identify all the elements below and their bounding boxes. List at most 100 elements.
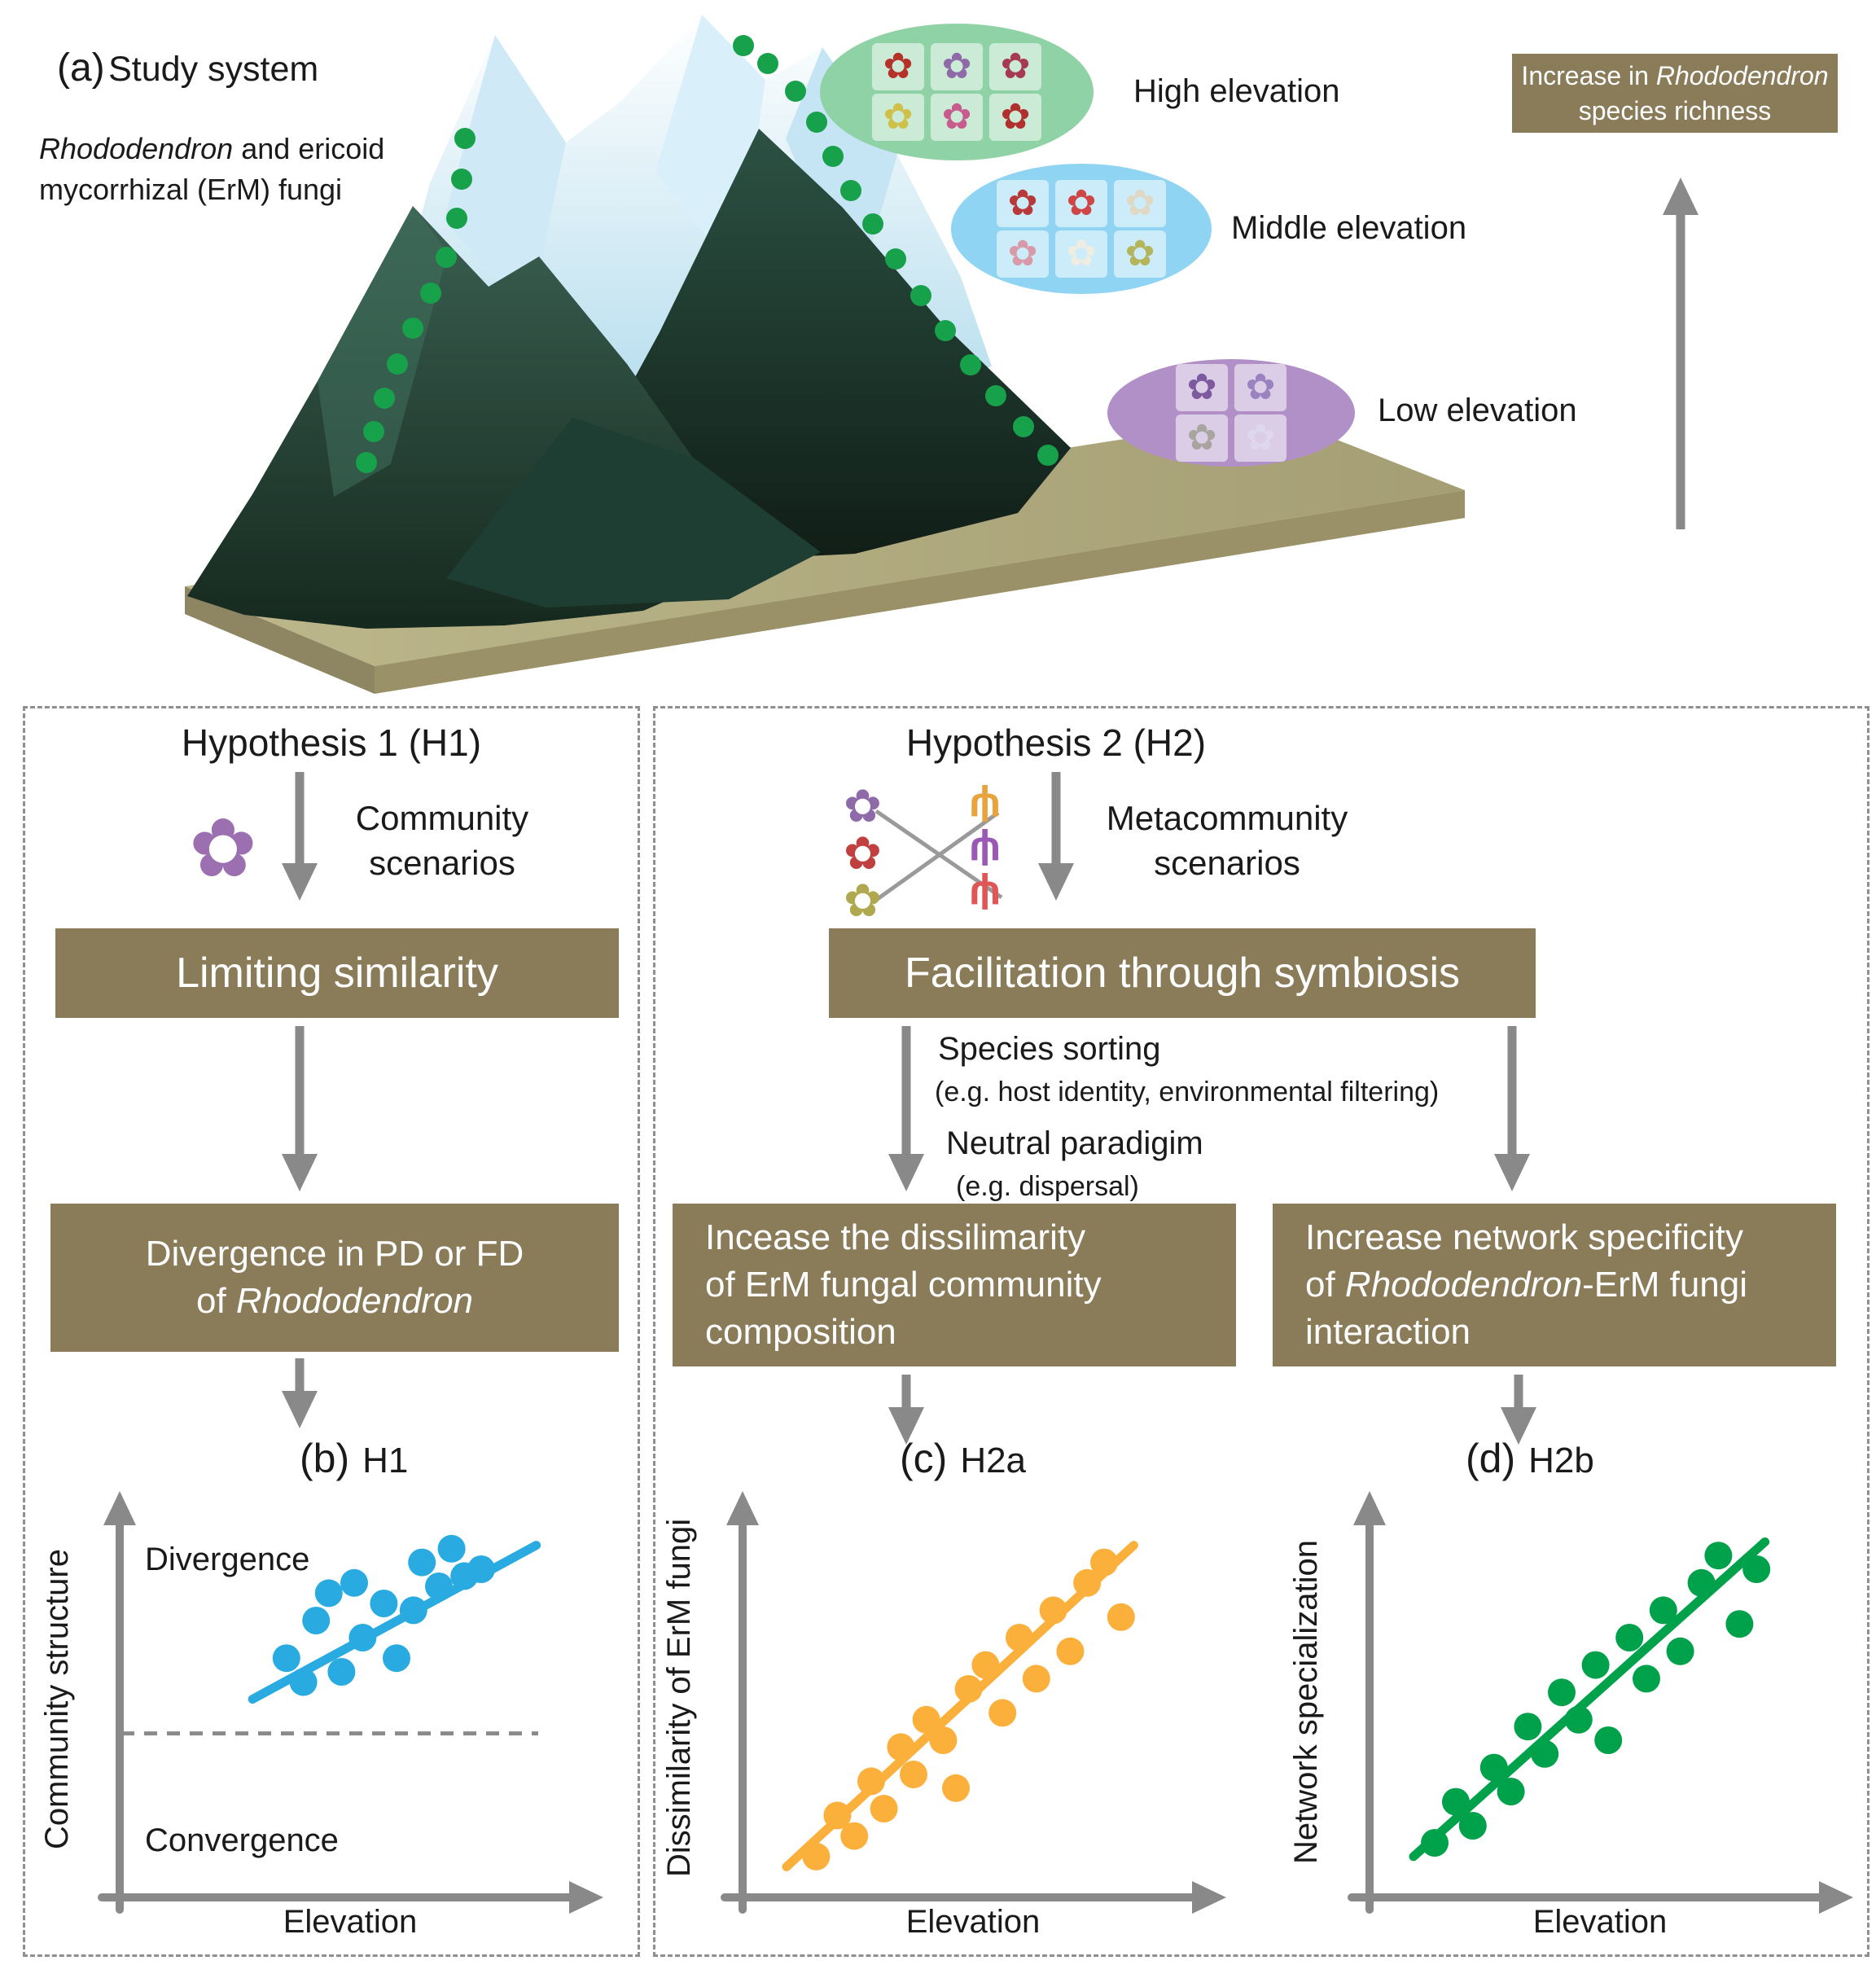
scatter-point — [1022, 1665, 1050, 1693]
h2b-result-down-arrow — [1501, 1375, 1536, 1445]
h1-scenario-down-arrow — [282, 772, 318, 901]
h2-left-branch-arrow — [888, 1026, 924, 1191]
scatter-point — [348, 1624, 377, 1651]
scatter-point — [1564, 1705, 1593, 1734]
scatter-point — [1666, 1637, 1694, 1665]
base-platform-left-face — [185, 586, 375, 694]
dissimilarity-line1: Incease the dissilimarity — [705, 1217, 1086, 1257]
arrow-head — [282, 1391, 318, 1428]
high-elevation-label: High elevation — [1133, 73, 1340, 109]
chart-c-ylabel: Dissimilarity of ErM fungi — [661, 1518, 697, 1878]
sampling-dot — [733, 35, 754, 56]
scatter-point — [988, 1699, 1017, 1727]
scatter-point — [272, 1644, 300, 1673]
scatter-point — [1073, 1568, 1102, 1597]
scatter-point — [425, 1572, 453, 1600]
arrow-head — [1663, 178, 1698, 215]
sampling-dot — [446, 208, 467, 229]
scatter-point — [1615, 1624, 1644, 1651]
h1-scenario-line2: scenarios — [369, 843, 515, 882]
arrow-head — [888, 1407, 924, 1445]
scatter-point — [912, 1705, 940, 1734]
h2b-network-box: Increase network specificity of Rhododen… — [1273, 1204, 1836, 1366]
scatter-point — [1633, 1665, 1660, 1693]
h2-right-branch-arrow — [1494, 1026, 1530, 1191]
dissimilarity-line2: of ErM fungal community — [705, 1264, 1102, 1305]
sampling-dot — [451, 169, 472, 190]
scatter-point — [1725, 1610, 1754, 1638]
sampling-dot — [910, 285, 931, 306]
divergence-line2-pre: of — [195, 1281, 236, 1321]
sampling-dot — [806, 112, 827, 133]
scatter-point — [437, 1534, 466, 1563]
mountain-left-lit-flank — [318, 206, 448, 497]
study-subtitle-line2: mycorrhizal (ErM) fungi — [39, 173, 343, 207]
limiting-similarity-text: Limiting similarity — [176, 949, 498, 997]
neutral-paradigm-label: Neutral paradigim — [946, 1125, 1203, 1161]
sampling-dot — [356, 452, 377, 473]
h1-limiting-similarity-box: Limiting similarity — [55, 928, 619, 1018]
y-axis-arrowhead — [103, 1491, 136, 1525]
base-platform-front-face — [375, 490, 1465, 694]
richness-line2: species richness — [1578, 95, 1772, 125]
hypothesis2-panel — [653, 706, 1869, 1957]
scatter-point — [1742, 1555, 1771, 1583]
network-line2: of Rhododendron-ErM fungi — [1305, 1261, 1747, 1309]
snow-facet-1 — [444, 35, 566, 318]
neutral-paradigm-example: (e.g. dispersal) — [956, 1171, 1139, 1202]
scatter-point — [1514, 1713, 1542, 1741]
scatter-point — [1594, 1726, 1623, 1754]
richness-up-arrow — [1663, 178, 1698, 529]
h2a-dissimilarity-box: Incease the dissilimarity of ErM fungal … — [673, 1204, 1236, 1366]
h1-flower-icon: ✿ — [189, 808, 257, 889]
convergence-annotation: Convergence — [145, 1822, 339, 1858]
symbiosis-cross-lines — [871, 809, 1003, 905]
flower-icon: ✿ — [1055, 230, 1107, 278]
scatter-point — [887, 1733, 915, 1761]
scatter-point — [383, 1644, 410, 1673]
network-line2-italic: Rhododendron — [1344, 1264, 1583, 1305]
sampling-dot — [757, 53, 778, 74]
root-icon: ψ — [969, 828, 1002, 875]
h2-facilitation-box: Facilitation through symbiosis — [829, 928, 1536, 1018]
low-elevation-oval: ✿✿✿✿ — [1107, 359, 1355, 467]
sampling-dot — [840, 180, 861, 201]
x-axis-arrowhead — [1192, 1881, 1226, 1914]
flower-icon: ✿ — [931, 94, 983, 141]
scatter-point — [1458, 1812, 1487, 1840]
flower-icon: ✿ — [997, 180, 1049, 227]
panel-a-label: (a) — [57, 46, 105, 90]
divergence-line2-italic: Rhododendron — [235, 1281, 474, 1321]
panel-b-label: (b) H1 — [300, 1435, 408, 1482]
panel-c-name: H2a — [960, 1441, 1027, 1480]
scatter-point — [1090, 1548, 1118, 1577]
flower-icon: ✿ — [872, 94, 924, 141]
chart-b-ylabel: Community structure — [39, 1549, 75, 1850]
cross-line-2 — [871, 810, 1000, 905]
sampling-dot — [420, 283, 441, 304]
study-subtitle: Rhododendron and ericoid mycorrhizal (Er… — [39, 129, 384, 211]
panel-d-letter: (d) — [1466, 1436, 1516, 1481]
sampling-dot — [1013, 416, 1034, 437]
scatter-point — [1479, 1753, 1508, 1782]
sampling-dot — [1037, 445, 1059, 466]
species-sorting-example: (e.g. host identity, environmental filte… — [935, 1077, 1440, 1108]
divergence-line1-text: Divergence in PD or FD — [145, 1233, 524, 1274]
sampling-dot — [454, 128, 476, 149]
panel-b-name: H1 — [362, 1441, 409, 1480]
scatter-point — [1107, 1603, 1135, 1631]
middle-elevation-oval: ✿✿✿✿✿✿ — [951, 164, 1212, 294]
panel-d-label: (d) H2b — [1466, 1435, 1594, 1482]
h1-scenario-label: Community scenarios — [332, 796, 552, 885]
scatter-point — [408, 1548, 436, 1577]
arrow-head — [1494, 1154, 1530, 1191]
scatter-point — [1704, 1542, 1733, 1570]
scatter-point — [1687, 1568, 1716, 1597]
flower-icon: ✿ — [1114, 180, 1166, 227]
x-axis-arrowhead — [1819, 1881, 1853, 1914]
network-line2-pre: of — [1305, 1264, 1345, 1305]
sampling-dot — [402, 318, 423, 339]
scatter-point — [802, 1842, 831, 1871]
high-elevation-oval: ✿✿✿✿✿✿ — [820, 24, 1094, 160]
